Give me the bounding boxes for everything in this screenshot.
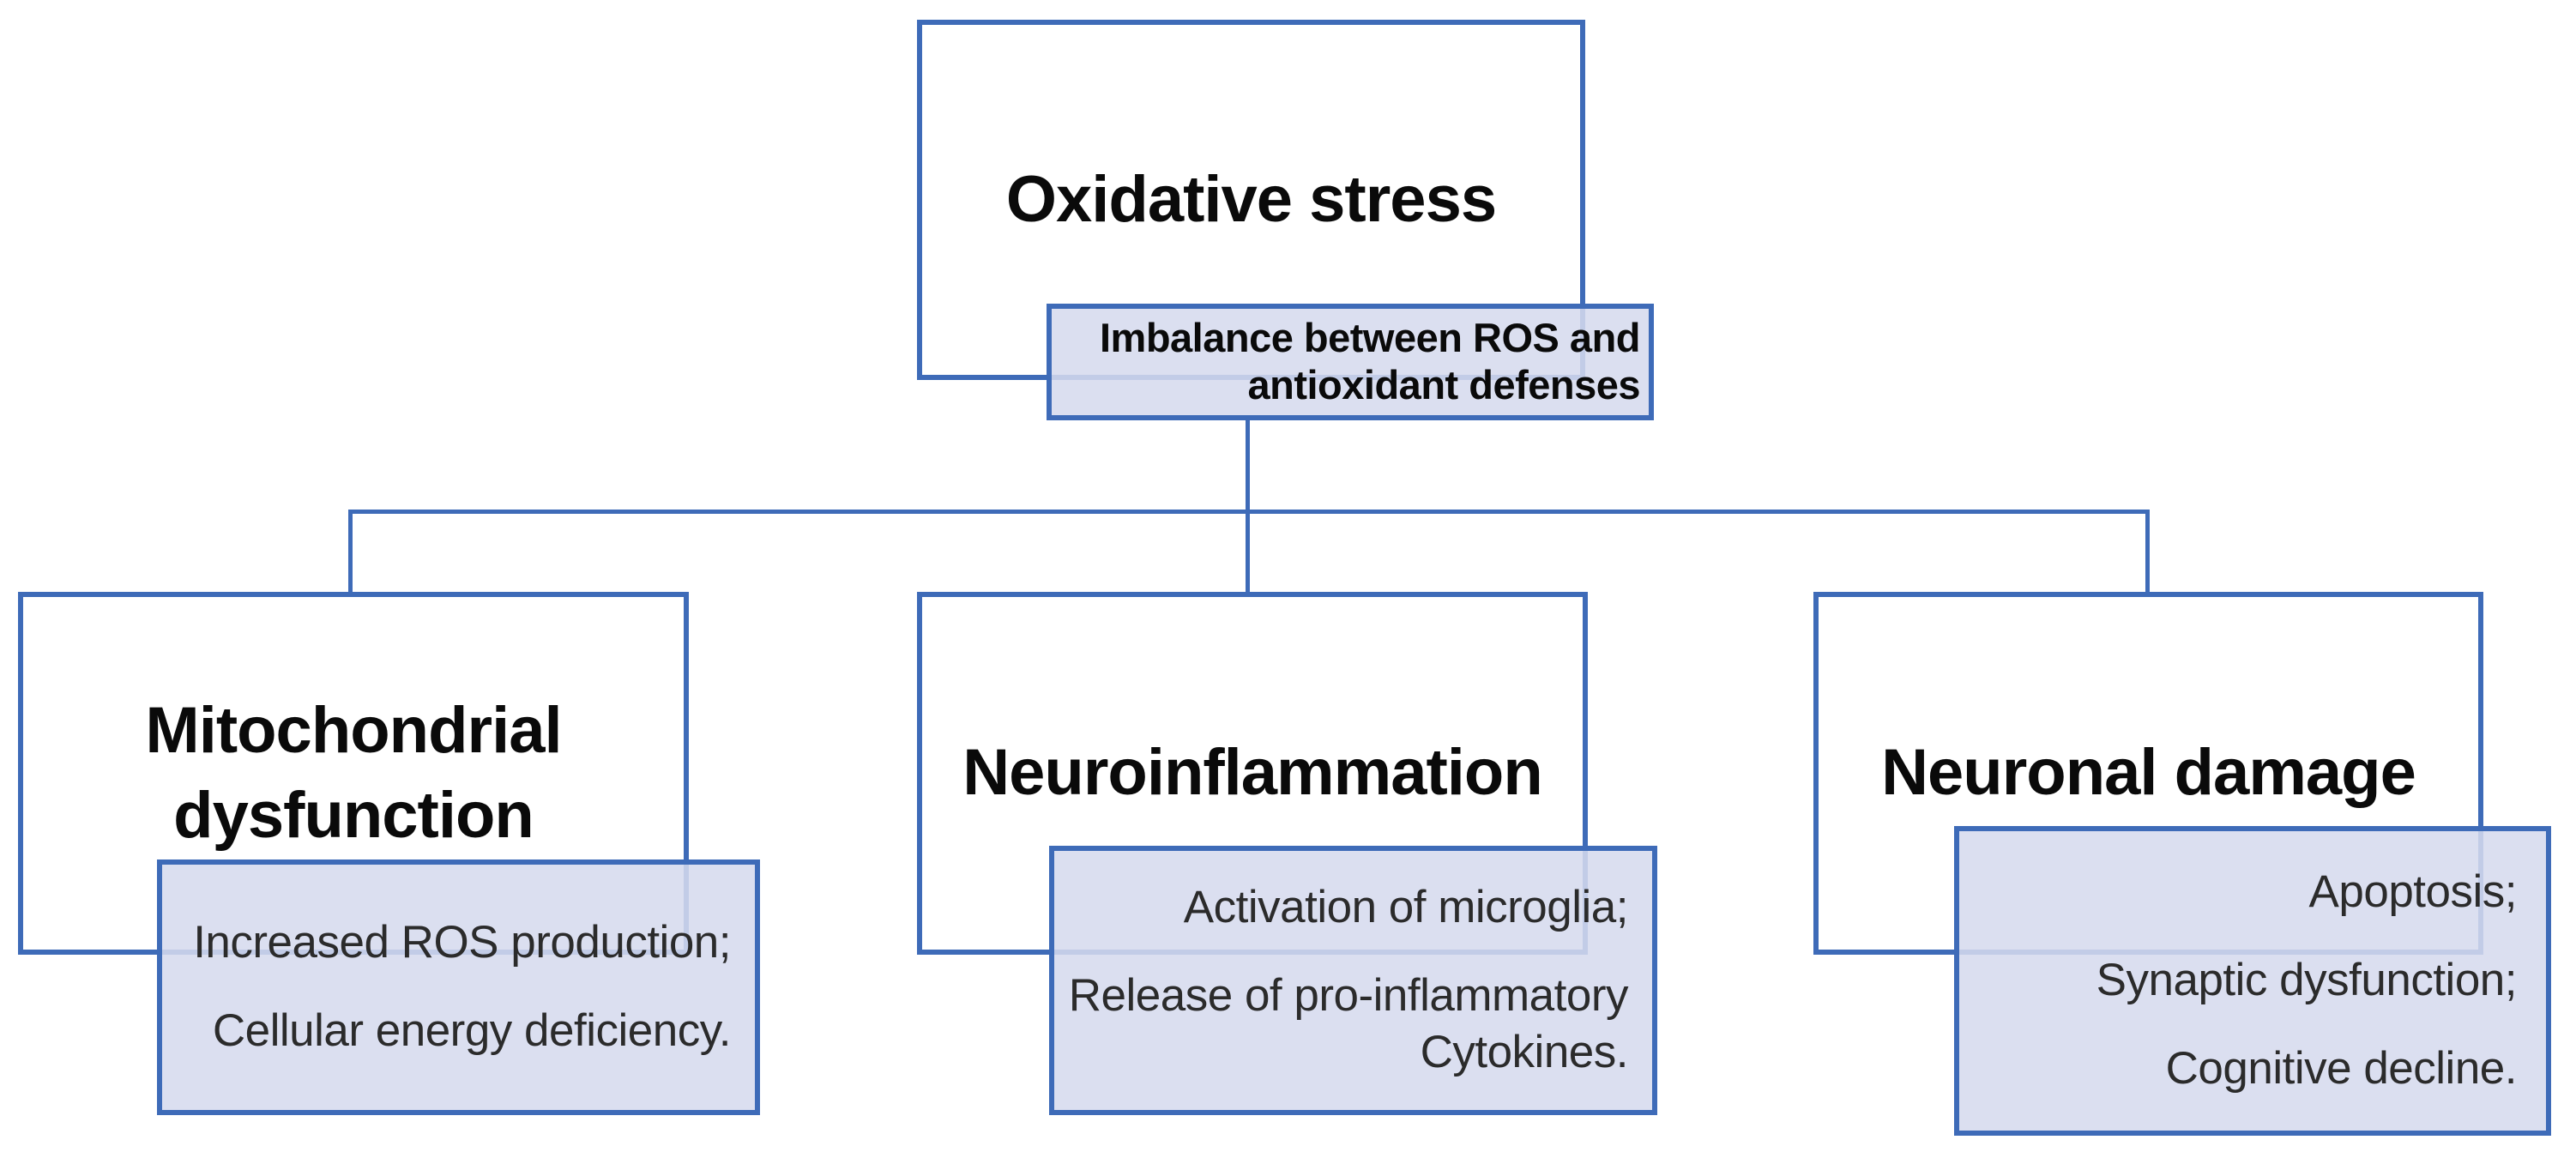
connector-middle-drop <box>1246 510 1250 592</box>
imbalance-note-text: Imbalance between ROS and antioxidant de… <box>1099 315 1641 407</box>
note-line: Increased ROS production; <box>193 917 731 968</box>
note-line: Activation of microglia; <box>1183 881 1629 932</box>
neuroinflammation-title: Neuroinflammation <box>962 736 1542 810</box>
note-line: Cognitive decline. <box>2165 1042 2518 1094</box>
connector-left-drop <box>348 510 353 592</box>
note-line: Release of pro-inflammatory Cytokines. <box>1068 969 1629 1078</box>
connector-root-drop <box>1246 419 1250 510</box>
neuronal-damage-title: Neuronal damage <box>1881 736 2416 810</box>
note-mitochondrial-dysfunction: Increased ROS production; Cellular energ… <box>157 859 760 1115</box>
connector-right-drop <box>2145 510 2150 592</box>
note-line: Apoptosis; <box>2308 866 2518 918</box>
note-neuronal-damage: Apoptosis; Synaptic dysfunction; Cogniti… <box>1954 826 2551 1136</box>
oxidative-stress-title: Oxidative stress <box>1005 162 1497 236</box>
note-line: Synaptic dysfunction; <box>2096 955 2518 1006</box>
mitochondrial-dysfunction-title: Mitochondrial dysfunction <box>145 693 562 852</box>
note-imbalance: Imbalance between ROS and antioxidant de… <box>1047 304 1654 420</box>
note-neuroinflammation: Activation of microglia; Release of pro-… <box>1049 846 1657 1115</box>
box-mitochondrial-dysfunction: Mitochondrial dysfunction <box>18 592 689 955</box>
note-line: Cellular energy deficiency. <box>212 1005 732 1056</box>
